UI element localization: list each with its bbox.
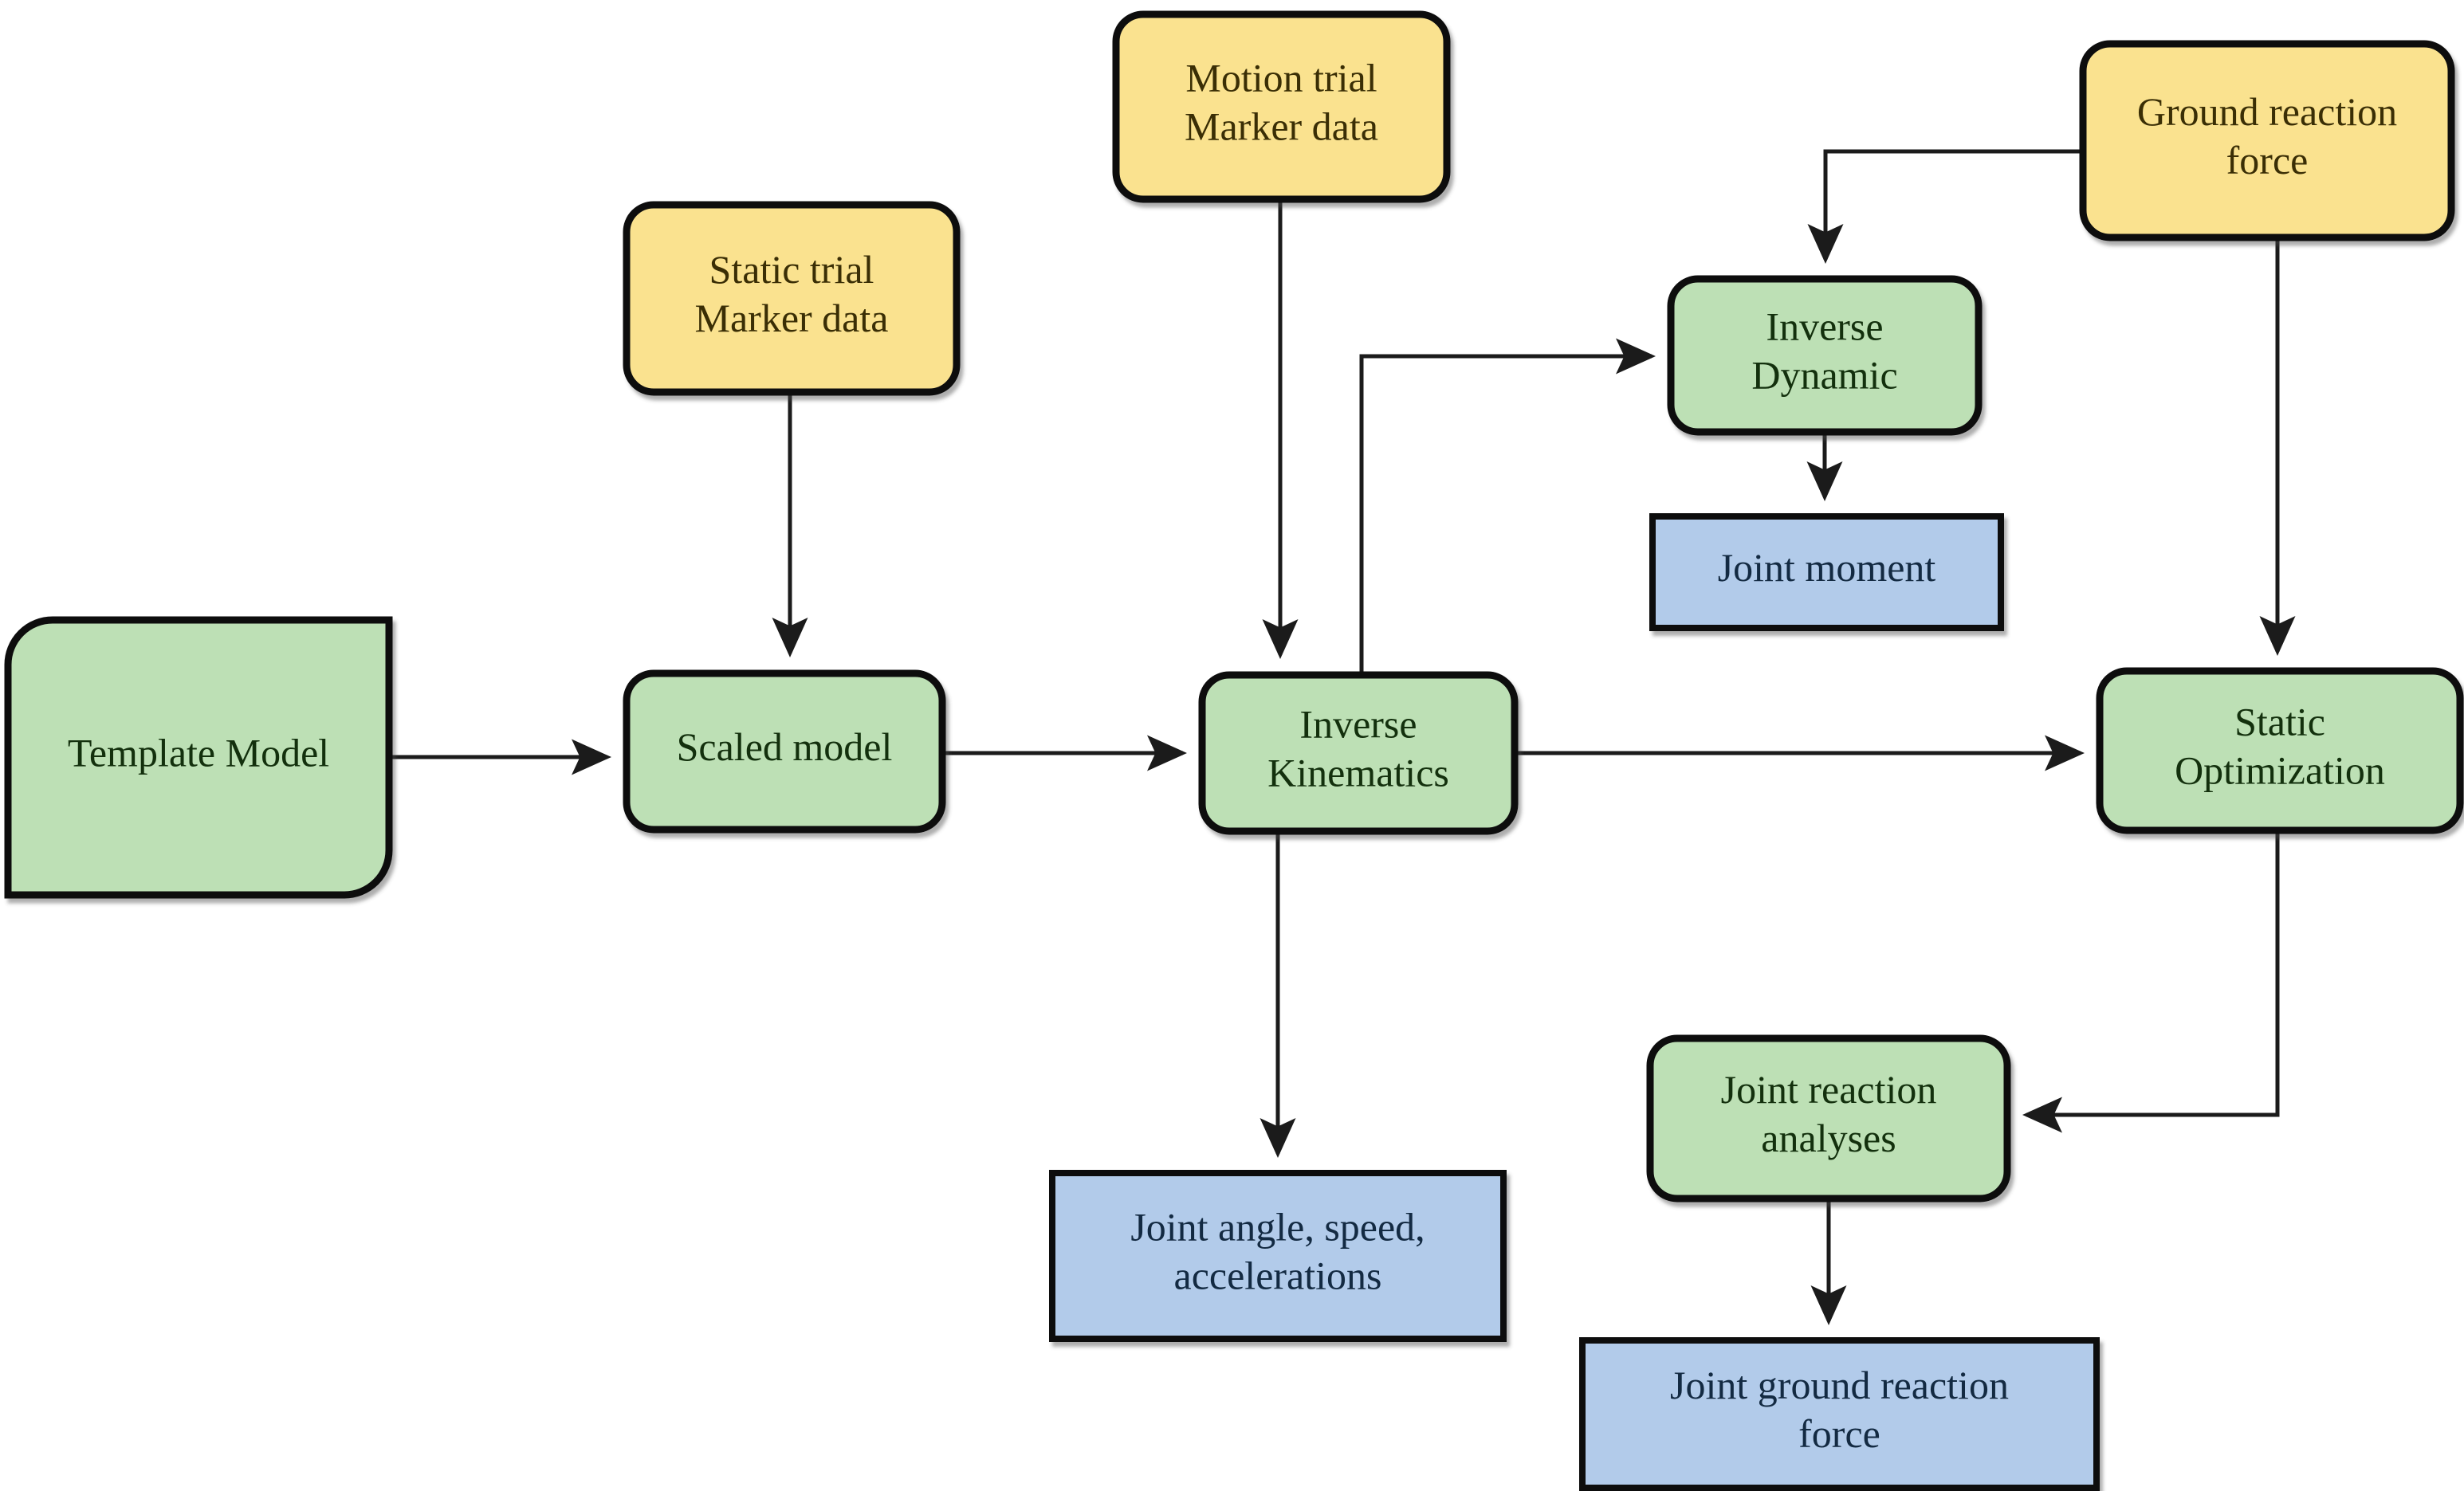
node-template-model[interactable]: Template Model: [4, 616, 393, 899]
node-label-line: Kinematics: [1267, 751, 1449, 795]
node-label-line: accelerations: [1174, 1254, 1382, 1298]
node-label-template-model: Template Model: [68, 731, 329, 775]
node-label-line: Inverse: [1299, 702, 1417, 747]
node-shape-motion-trial-marker-data: [1112, 10, 1451, 203]
node-shape-inverse-kinematics: [1198, 671, 1519, 835]
node-label-line: analyses: [1761, 1116, 1896, 1160]
node-label-line: Motion trial: [1185, 56, 1377, 100]
edge-inverse-kinematics-to-inverse-dynamic: [1359, 338, 1656, 673]
node-joint-moment[interactable]: Joint moment: [1649, 513, 2004, 631]
node-label-line: Optimization: [2175, 748, 2385, 793]
edges-layer: [392, 149, 2296, 1325]
node-shape-joint-reaction-analyses: [1646, 1034, 2011, 1203]
node-label-line: Scaled model: [677, 724, 893, 769]
node-shape-static-trial-marker-data: [623, 201, 961, 396]
node-label-line: Static: [2234, 700, 2325, 744]
node-label-scaled-model: Scaled model: [677, 724, 893, 769]
node-label-line: Joint moment: [1718, 545, 1936, 590]
node-label-joint-angle-speed-accelerations: Joint angle, speed,accelerations: [1130, 1205, 1425, 1298]
node-shape-inverse-dynamic: [1667, 275, 1983, 436]
node-label-line: Template Model: [68, 731, 329, 775]
node-label-line: Joint reaction: [1721, 1067, 1937, 1112]
node-label-line: Static trial: [709, 247, 874, 292]
node-label-line: force: [1798, 1411, 1880, 1456]
node-shape-joint-angle-speed-accelerations: [1049, 1170, 1507, 1342]
node-shape-ground-reaction-force: [2079, 40, 2455, 241]
node-label-line: Joint ground reaction: [1670, 1363, 2009, 1407]
node-shape-joint-ground-reaction-force: [1579, 1337, 2100, 1491]
node-label-line: Ground reaction: [2137, 89, 2397, 134]
node-label-line: Inverse: [1766, 304, 1883, 349]
node-label-line: Marker data: [695, 296, 889, 340]
node-scaled-model[interactable]: Scaled model: [623, 669, 946, 834]
node-label-line: Dynamic: [1751, 353, 1897, 398]
node-label-line: Joint angle, speed,: [1130, 1205, 1425, 1250]
node-shape-template-model: [4, 616, 393, 899]
node-label-joint-moment: Joint moment: [1718, 545, 1936, 590]
node-shape-joint-moment: [1649, 513, 2004, 631]
node-shape-static-optimization: [2096, 667, 2464, 834]
node-label-line: force: [2226, 138, 2309, 182]
node-joint-angle-speed-accelerations[interactable]: Joint angle, speed,accelerations: [1049, 1170, 1507, 1342]
node-label-line: Marker data: [1185, 104, 1378, 149]
node-shape-scaled-model: [623, 669, 946, 834]
edge-static-optimization-to-joint-reaction-analyses: [2022, 834, 2280, 1133]
edge-ground-reaction-force-to-inverse-dynamic: [1807, 149, 2080, 264]
